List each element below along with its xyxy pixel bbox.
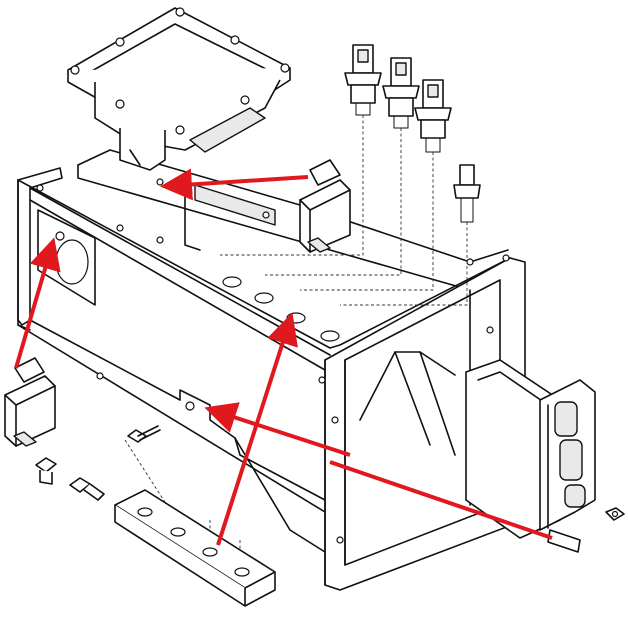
pressure-switch [414,79,452,153]
elbow-fitting [35,457,57,485]
pressure-switch [382,57,420,129]
arrow-relay-to-frame-left [14,237,61,369]
control-module [67,7,291,171]
port-block [114,489,276,607]
mounting-bolt [127,425,161,443]
arrow-cover-to-frame [204,402,351,457]
arrow-block-to-port [216,312,298,546]
arrow-relay-to-frame-top [160,168,309,201]
pressure-switch [344,44,382,116]
frame-housing [17,149,526,591]
relay [299,159,351,253]
assembly-arrows [14,168,553,546]
relay [4,357,56,447]
bleed-fitting [69,477,105,501]
leader-lines [124,115,468,575]
nut [605,507,625,521]
arrow-cover-slot [329,460,553,540]
cover-plate [465,359,596,553]
temperature-sensor [453,164,481,223]
